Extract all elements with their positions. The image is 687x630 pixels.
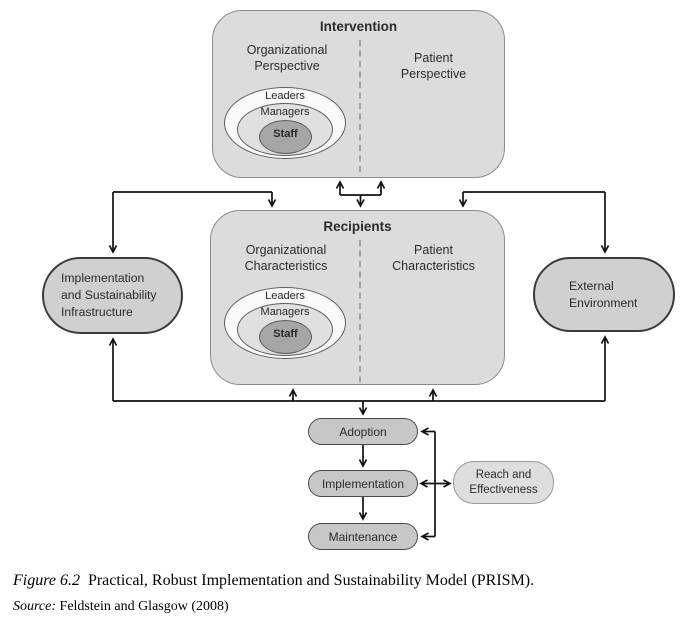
source-text: Feldstein and Glasgow (2008) — [59, 599, 229, 614]
external-environment-line2: Environment — [569, 295, 638, 310]
external-environment-box: External Environment — [533, 257, 675, 332]
patient-characteristics-line2: Characteristics — [392, 259, 475, 274]
organizational-characteristics-line2: Characteristics — [244, 259, 328, 274]
maintenance-label: Maintenance — [328, 529, 398, 544]
figure-number: Figure 6.2 — [13, 572, 80, 589]
implementation-stage: Implementation — [308, 470, 418, 497]
figure-title: Practical, Robust Implementation and Sus… — [87, 572, 535, 589]
reach-effectiveness-line2: Effectiveness — [469, 483, 538, 496]
leaders-label: Leaders — [265, 90, 305, 102]
leaders-label: Leaders — [265, 290, 305, 302]
managers-label: Managers — [260, 306, 310, 318]
infrastructure-line3: Infrastructure — [61, 304, 133, 319]
recipients-title: Recipients — [323, 219, 392, 234]
staff-label: Staff — [273, 128, 298, 140]
staff-ellipse — [259, 120, 312, 154]
maintenance-stage: Maintenance — [308, 523, 418, 550]
staff-ellipse — [259, 320, 312, 354]
feedback-connector — [419, 427, 452, 541]
patient-characteristics-label: Patient Characteristics — [361, 242, 506, 275]
source-line: Source: Feldstein and Glasgow (2008) — [13, 599, 229, 615]
recipients-box: Recipients Organizational Characteristic… — [210, 210, 505, 385]
organizational-characteristics-line1: Organizational — [245, 243, 327, 257]
organizational-perspective-line1: Organizational — [246, 43, 328, 57]
source-label: Source: — [13, 599, 57, 614]
patient-perspective-line2: Perspective — [400, 67, 467, 82]
implementation-label: Implementation — [321, 476, 405, 491]
external-environment-line1: External — [569, 278, 614, 293]
infrastructure-line2: and Sustainability — [61, 288, 157, 303]
patient-perspective-label: Patient Perspective — [361, 50, 506, 83]
organizational-perspective-line2: Perspective — [254, 59, 320, 74]
managers-label: Managers — [260, 106, 310, 118]
adoption-label: Adoption — [339, 424, 387, 439]
org-levels-ellipses: Leaders Managers Staff — [224, 87, 346, 159]
organizational-characteristics-label: Organizational Characteristics — [211, 242, 361, 275]
adoption-stage: Adoption — [308, 418, 418, 445]
intervention-box: Intervention Organizational Perspective … — [212, 10, 505, 178]
reach-effectiveness-box: Reach and Effectiveness — [453, 461, 554, 504]
reach-effectiveness-line1: Reach and — [475, 469, 532, 482]
patient-perspective-line1: Patient — [414, 51, 453, 65]
intervention-recipients-connector — [335, 180, 386, 208]
implementation-sustainability-infrastructure-box: Implementation and Sustainability Infras… — [42, 257, 183, 334]
patient-characteristics-line1: Patient — [414, 243, 453, 257]
figure-caption: Figure 6.2 Practical, Robust Implementat… — [13, 572, 534, 590]
organizational-perspective-label: Organizational Perspective — [213, 42, 361, 75]
infrastructure-line1: Implementation — [61, 271, 145, 286]
org-levels-ellipses: Leaders Managers Staff — [224, 287, 346, 359]
staff-label: Staff — [273, 328, 298, 340]
intervention-title: Intervention — [319, 19, 398, 34]
